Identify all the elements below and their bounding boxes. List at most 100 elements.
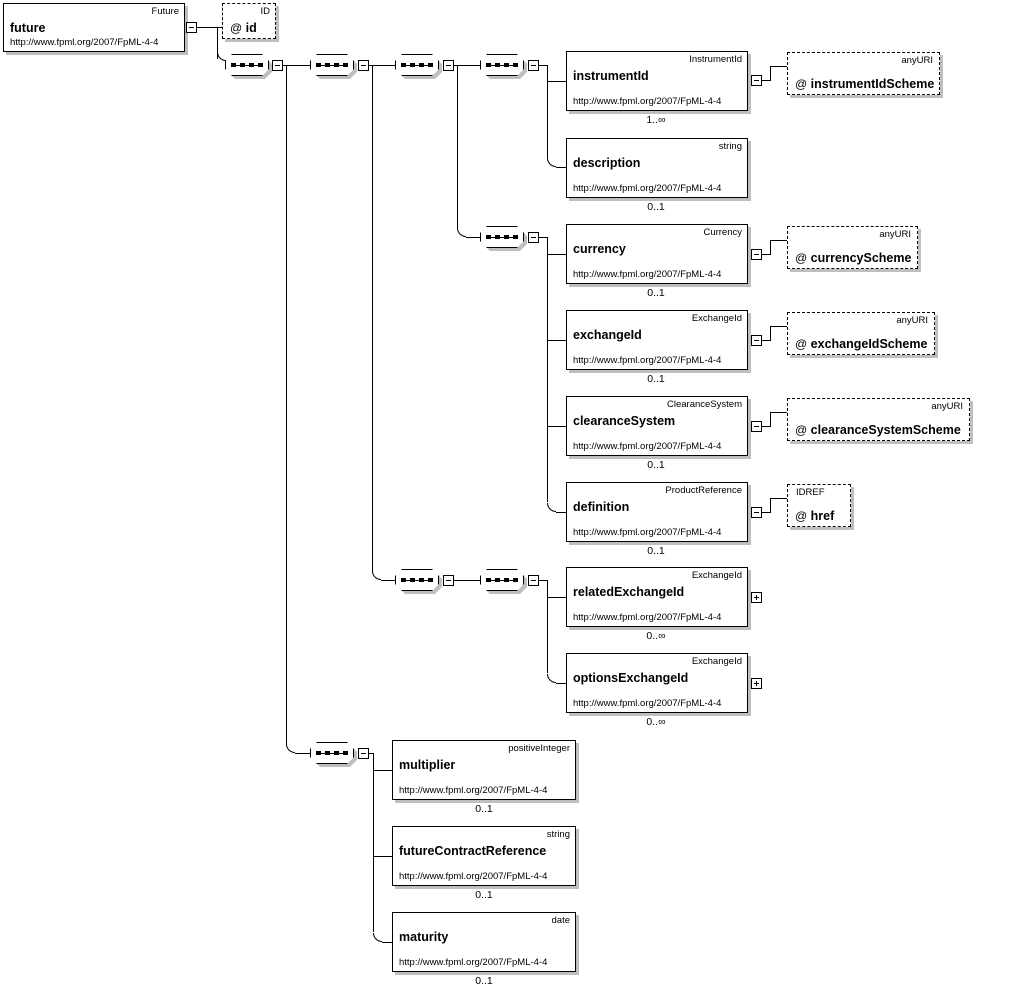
sequence-icon-4[interactable] (480, 54, 527, 79)
connector-seq4-elbow (547, 158, 556, 167)
element-name-definition: definition (573, 500, 630, 514)
connector-seq8-to-multiplier (373, 770, 392, 771)
connector-seq8-elbow (373, 933, 382, 942)
element-box-currency[interactable]: Currency currency http://www.fpml.org/20… (566, 224, 748, 284)
collapse-icon-definition[interactable] (751, 507, 762, 518)
sequence-dots-4 (486, 63, 518, 67)
collapse-icon-instrumentId[interactable] (751, 75, 762, 86)
attribute-marker-icon: @ (795, 77, 808, 91)
element-namespace-optionsExchangeId: http://www.fpml.org/2007/FpML-4-4 (573, 698, 722, 709)
element-box-exchangeId[interactable]: ExchangeId exchangeId http://www.fpml.or… (566, 310, 748, 370)
connector-seq7-to-optionsExchangeId (556, 683, 566, 684)
attribute-box-currencyScheme[interactable]: anyURI @ currencyScheme (787, 226, 918, 269)
sequence-icon-5[interactable] (480, 226, 527, 251)
connector-seq3-elbow (457, 228, 466, 237)
collapse-icon-exchangeId[interactable] (751, 335, 762, 346)
element-type-clearanceSystem: ClearanceSystem (667, 399, 742, 410)
collapse-icon-seq6[interactable] (443, 575, 454, 586)
attribute-type-currencyScheme: anyURI (879, 229, 911, 240)
element-type-description: string (718, 141, 742, 152)
connector-seq3-h (454, 65, 481, 66)
element-box-instrumentId[interactable]: InstrumentId instrumentId http://www.fpm… (566, 51, 748, 111)
sequence-line-6 (401, 579, 433, 581)
occurrence-label-relatedExchangeId: 0..∞ (646, 630, 666, 642)
collapse-icon-seq2[interactable] (358, 60, 369, 71)
element-namespace-description: http://www.fpml.org/2007/FpML-4-4 (573, 183, 722, 194)
attribute-box-exchangeIdScheme[interactable]: anyURI @ exchangeIdScheme (787, 312, 935, 355)
sequence-line-5 (486, 236, 518, 238)
occurrence-label-clearanceSystem: 0..1 (647, 459, 665, 471)
collapse-icon-seq7[interactable] (528, 575, 539, 586)
element-type-multiplier: positiveInteger (508, 743, 570, 754)
collapse-icon-seq1[interactable] (272, 60, 283, 71)
element-type-currency: Currency (703, 227, 742, 238)
connector-seq5-to-clearanceSystem (547, 426, 566, 427)
sequence-icon-7[interactable] (480, 569, 527, 594)
occurrence-label-optionsExchangeId: 0..∞ (646, 716, 666, 728)
attribute-marker-icon: @ (795, 251, 808, 265)
attribute-box-instrumentIdScheme[interactable]: anyURI @ instrumentIdScheme (787, 52, 940, 95)
connector-seq2-to-seq6 (381, 580, 396, 581)
sequence-dots-8 (316, 751, 348, 755)
element-type-relatedExchangeId: ExchangeId (691, 570, 742, 581)
attribute-type-exchangeIdScheme: anyURI (896, 315, 928, 326)
attribute-name-href: @ href (795, 509, 835, 523)
collapse-icon-seq5[interactable] (528, 232, 539, 243)
sequence-icon-3[interactable] (395, 54, 442, 79)
attribute-box-href[interactable]: IDREF @ href (787, 484, 851, 527)
connector-root-h (197, 27, 217, 28)
sequence-icon-6[interactable] (395, 569, 442, 594)
element-box-clearanceSystem[interactable]: ClearanceSystem clearanceSystem http://w… (566, 396, 748, 456)
sequence-icon-8[interactable] (310, 742, 357, 767)
expand-icon-optionsExchangeId[interactable] (751, 678, 762, 689)
sequence-dots-2 (316, 63, 348, 67)
element-namespace-relatedExchangeId: http://www.fpml.org/2007/FpML-4-4 (573, 612, 722, 623)
attribute-box-clearanceSystemScheme[interactable]: anyURI @ clearanceSystemScheme (787, 398, 970, 441)
sequence-icon-1[interactable] (225, 54, 272, 79)
element-name-relatedExchangeId: relatedExchangeId (573, 585, 685, 599)
element-box-relatedExchangeId[interactable]: ExchangeId relatedExchangeId http://www.… (566, 567, 748, 627)
collapse-icon-clearanceSystem[interactable] (751, 421, 762, 432)
element-type-maturity: date (551, 915, 571, 926)
element-namespace-maturity: http://www.fpml.org/2007/FpML-4-4 (399, 957, 548, 968)
attribute-marker-icon: @ (795, 337, 808, 351)
root-element-box-future[interactable]: Future future http://www.fpml.org/2007/F… (3, 3, 185, 52)
attribute-box-id[interactable]: ID @ id (222, 3, 276, 39)
element-box-optionsExchangeId[interactable]: ExchangeId optionsExchangeId http://www.… (566, 653, 748, 713)
connector-seq1-elbow-bottom (286, 744, 295, 753)
element-type-instrumentId: InstrumentId (689, 54, 742, 65)
element-namespace-currency: http://www.fpml.org/2007/FpML-4-4 (573, 269, 722, 280)
connector-currency-attr-h2 (770, 240, 788, 241)
collapse-icon-root[interactable] (186, 22, 197, 33)
element-box-multiplier[interactable]: positiveInteger multiplier http://www.fp… (392, 740, 576, 800)
sequence-dots-1 (231, 63, 263, 67)
connector-seq5-to-definition (556, 512, 566, 513)
collapse-icon-seq8[interactable] (358, 748, 369, 759)
element-name-currency: currency (573, 242, 626, 256)
connector-seq5-to-currency (547, 254, 566, 255)
sequence-line-3 (401, 64, 433, 66)
attribute-name-instrumentIdScheme: @ instrumentIdScheme (795, 77, 935, 91)
attribute-type-instrumentIdScheme: anyURI (901, 55, 933, 66)
element-name-description: description (573, 156, 641, 170)
connector-currency-attr-v (770, 240, 771, 255)
element-box-futureContractReference[interactable]: string futureContractReference http://ww… (392, 826, 576, 886)
root-element-name: future (10, 21, 46, 35)
occurrence-label-currency: 0..1 (647, 287, 665, 299)
connector-seq5-elbow (547, 503, 556, 512)
collapse-icon-seq4[interactable] (528, 60, 539, 71)
element-box-description[interactable]: string description http://www.fpml.org/2… (566, 138, 748, 198)
collapse-icon-currency[interactable] (751, 249, 762, 260)
connector-seq4-h (539, 65, 548, 66)
connector-root-v (217, 27, 218, 59)
occurrence-label-futureContractReference: 0..1 (475, 889, 493, 901)
collapse-icon-seq3[interactable] (443, 60, 454, 71)
element-name-exchangeId: exchangeId (573, 328, 642, 342)
sequence-icon-2[interactable] (310, 54, 357, 79)
occurrence-label-description: 0..1 (647, 201, 665, 213)
expand-icon-relatedExchangeId[interactable] (751, 592, 762, 603)
element-box-maturity[interactable]: date maturity http://www.fpml.org/2007/F… (392, 912, 576, 972)
connector-definition-attr-h2 (770, 498, 788, 499)
element-box-definition[interactable]: ProductReference definition http://www.f… (566, 482, 748, 542)
element-name-instrumentId: instrumentId (573, 69, 649, 83)
